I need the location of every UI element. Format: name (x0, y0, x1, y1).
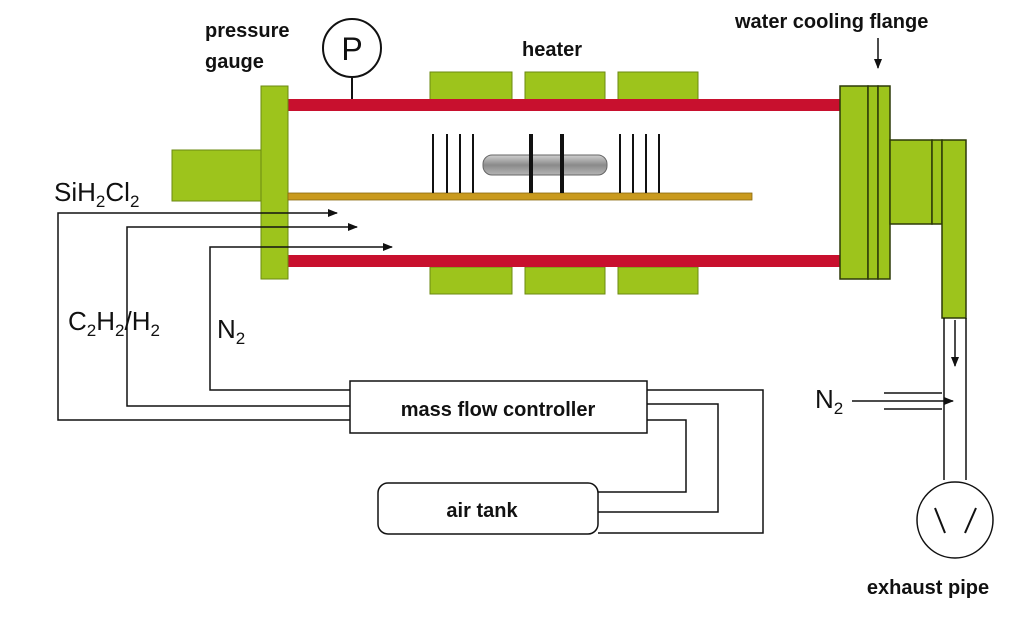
n2-exhaust-label: N2 (815, 384, 843, 418)
exhaust-pump (916, 481, 994, 559)
left-flange (260, 85, 289, 280)
inlet-stub (171, 149, 263, 202)
pressure-gauge-label-line2: gauge (205, 51, 264, 73)
mass-flow-controller: mass flow controller (349, 380, 648, 434)
n2-inlet-line (209, 243, 393, 391)
pressure-gauge-label-line1: pressure (205, 20, 290, 42)
air-tank: air tank (377, 482, 599, 535)
mass-flow-controller-label: mass flow controller (401, 399, 596, 421)
c2h2-h2-label: C2H2/H2 (68, 306, 160, 340)
sih2cl2-label: SiH2Cl2 (54, 177, 139, 211)
wafer-plates-right (619, 134, 660, 193)
sih2cl2-line (57, 209, 350, 421)
n2-exhaust-purge (852, 392, 954, 410)
mfc-airtank-lines (598, 389, 764, 534)
n2-inlet-label: N2 (217, 314, 245, 348)
heater-label: heater (522, 39, 582, 61)
heater-block-top-3 (617, 71, 699, 101)
exhaust-pipe (916, 318, 994, 559)
heater-block-bottom-1 (429, 266, 513, 295)
exhaust-pipe-label: exhaust pipe (867, 577, 989, 599)
sample-rod (287, 192, 753, 201)
gauge-symbol: P (341, 31, 362, 67)
gas-lines (57, 209, 393, 421)
air-tank-label: air tank (446, 500, 518, 522)
sample-boat (482, 154, 608, 176)
heater-block-top-2 (524, 71, 606, 101)
heater-block-bottom-2 (524, 266, 606, 295)
tube-wall-bottom (288, 255, 840, 267)
water-cooling-flange (839, 85, 967, 319)
heater-block-bottom-3 (617, 266, 699, 295)
wafer-plates-left (432, 134, 474, 193)
pressure-gauge: P (322, 18, 382, 100)
c2h2-h2-line (126, 223, 358, 407)
heater-block-top-1 (429, 71, 513, 101)
tube-wall-top (288, 99, 840, 111)
water-cooling-flange-label: water cooling flange (734, 11, 928, 33)
